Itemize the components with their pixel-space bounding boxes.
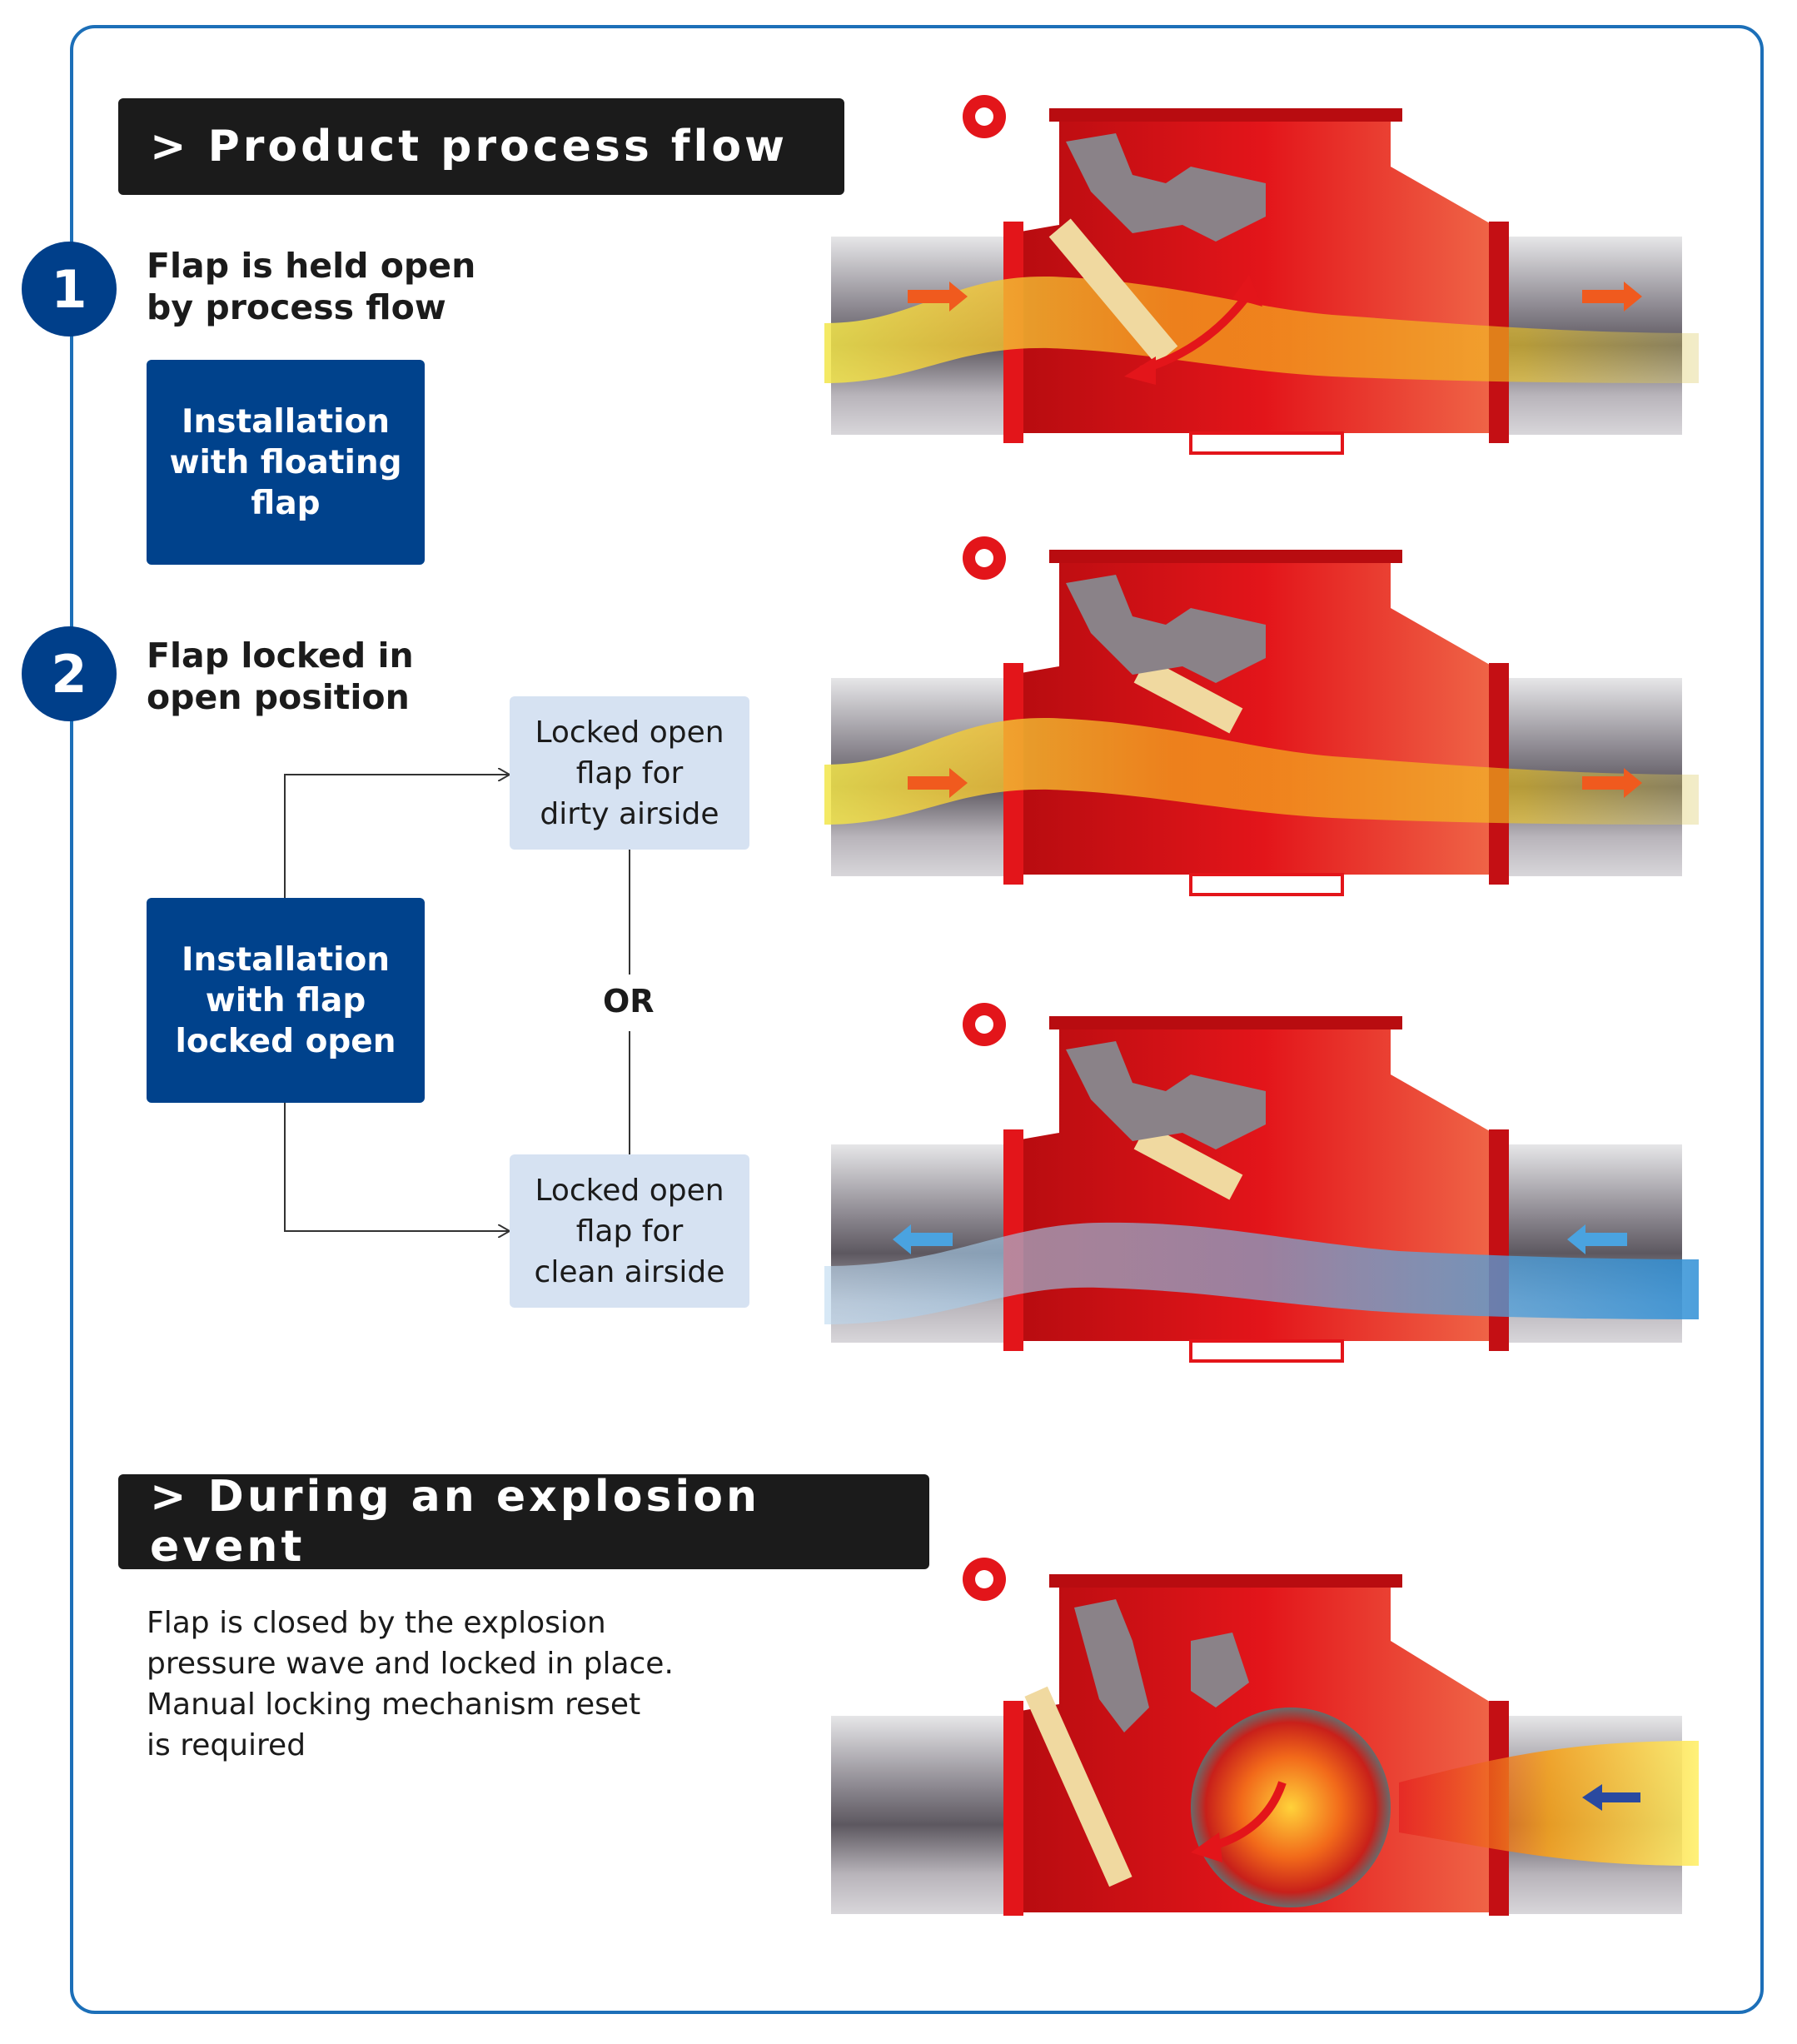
explosion-desc-line2: pressure wave and locked in place. (147, 1647, 674, 1681)
step-2-title-line2: open position (147, 677, 410, 717)
flow-arrow-right (1582, 282, 1642, 312)
dirty-flow-stream (824, 717, 1699, 825)
valve-top-plate (1049, 1016, 1402, 1029)
floating-flap-line3: flap (251, 484, 321, 522)
valve-locked-clean-illustration (824, 1003, 1699, 1363)
dirty-line1: Locked open (535, 715, 724, 750)
diagram-frame (70, 25, 1764, 2014)
floating-flap-line2: with floating (169, 443, 402, 481)
valve-top-plate (1049, 108, 1402, 122)
latch-mechanism (1066, 133, 1266, 242)
flow-arrow-right (1567, 1224, 1627, 1254)
clean-flow-stream (824, 1222, 1699, 1324)
latch-mechanism (1066, 1041, 1266, 1149)
latch-mechanism (1074, 1599, 1149, 1732)
dirty-line3: dirty airside (540, 796, 719, 831)
explosion-description: Flap is closed by the explosion pressure… (147, 1603, 674, 1766)
bottom-bracket (1189, 431, 1344, 455)
flange-right (1489, 1129, 1509, 1351)
bottom-bracket (1189, 873, 1344, 896)
closed-flap (1024, 1686, 1132, 1887)
locked-flap (1133, 657, 1243, 734)
bottom-bracket (1189, 1339, 1344, 1363)
floating-flap-line1: Installation (181, 402, 391, 441)
latch-mechanism (1066, 575, 1266, 683)
flow-arrow-left (893, 1224, 953, 1254)
blast-arrow (1582, 1784, 1640, 1811)
explosion-desc-line3: Manual locking mechanism reset (147, 1688, 641, 1722)
connector-to-clean (284, 1101, 510, 1231)
option-clean-airside: Locked open flap for clean airside (510, 1154, 749, 1308)
valve-explosion-illustration (831, 1558, 1699, 1916)
valve-floating-flap-illustration (824, 95, 1699, 455)
locked-open-line1: Installation (181, 940, 391, 979)
explosion-desc-line4: is required (147, 1728, 306, 1762)
valve-top-plate (1049, 1574, 1402, 1588)
step-2-title-line1: Flap locked in (147, 636, 414, 676)
section-header-explosion: > During an explosion event (118, 1472, 929, 1572)
process-flow-stream (824, 276, 1699, 383)
or-label: OR (603, 983, 655, 1020)
pipe-left (831, 1716, 1006, 1914)
floating-flap (1048, 218, 1178, 365)
locked-open-line2: with flap (205, 981, 366, 1020)
step-2-title: Flap locked in open position (147, 635, 414, 718)
option-connectors (284, 0, 630, 1333)
explosion-desc-line1: Flap is closed by the explosion (147, 1606, 606, 1640)
step-1-title-line2: by process flow (147, 287, 446, 327)
explosion-fireball (1191, 1707, 1391, 1907)
flange-left (1003, 1701, 1023, 1916)
flow-arrow-right (1582, 768, 1642, 798)
pressure-wave (1399, 1741, 1699, 1866)
locked-open-line3: locked open (175, 1022, 396, 1060)
step-1-title: Flap is held open by process flow (147, 245, 475, 328)
step-1-title-line1: Flap is held open (147, 246, 476, 286)
section-header-process-flow: > Product process flow (118, 98, 844, 195)
step-2-badge: 2 (22, 626, 117, 721)
clean-line2: flap for (575, 1214, 684, 1249)
flow-arrow-left (908, 282, 968, 312)
flap-locked-open-box: Installation with flap locked open (147, 898, 425, 1103)
flap-swing-arrow (1139, 291, 1253, 374)
flow-arrow-left (908, 768, 968, 798)
option-dirty-airside: Locked open flap for dirty airside (510, 696, 749, 850)
locked-flap (1133, 1124, 1243, 1200)
valve-top-plate (1049, 550, 1402, 563)
clean-line3: clean airside (534, 1254, 725, 1289)
floating-flap-box: Installation with floating flap (147, 360, 425, 565)
step-1-badge: 1 (22, 242, 117, 337)
valve-locked-dirty-illustration (824, 536, 1699, 896)
clean-line1: Locked open (535, 1173, 724, 1208)
dirty-line2: flap for (575, 755, 684, 790)
connector-to-dirty (284, 775, 510, 898)
